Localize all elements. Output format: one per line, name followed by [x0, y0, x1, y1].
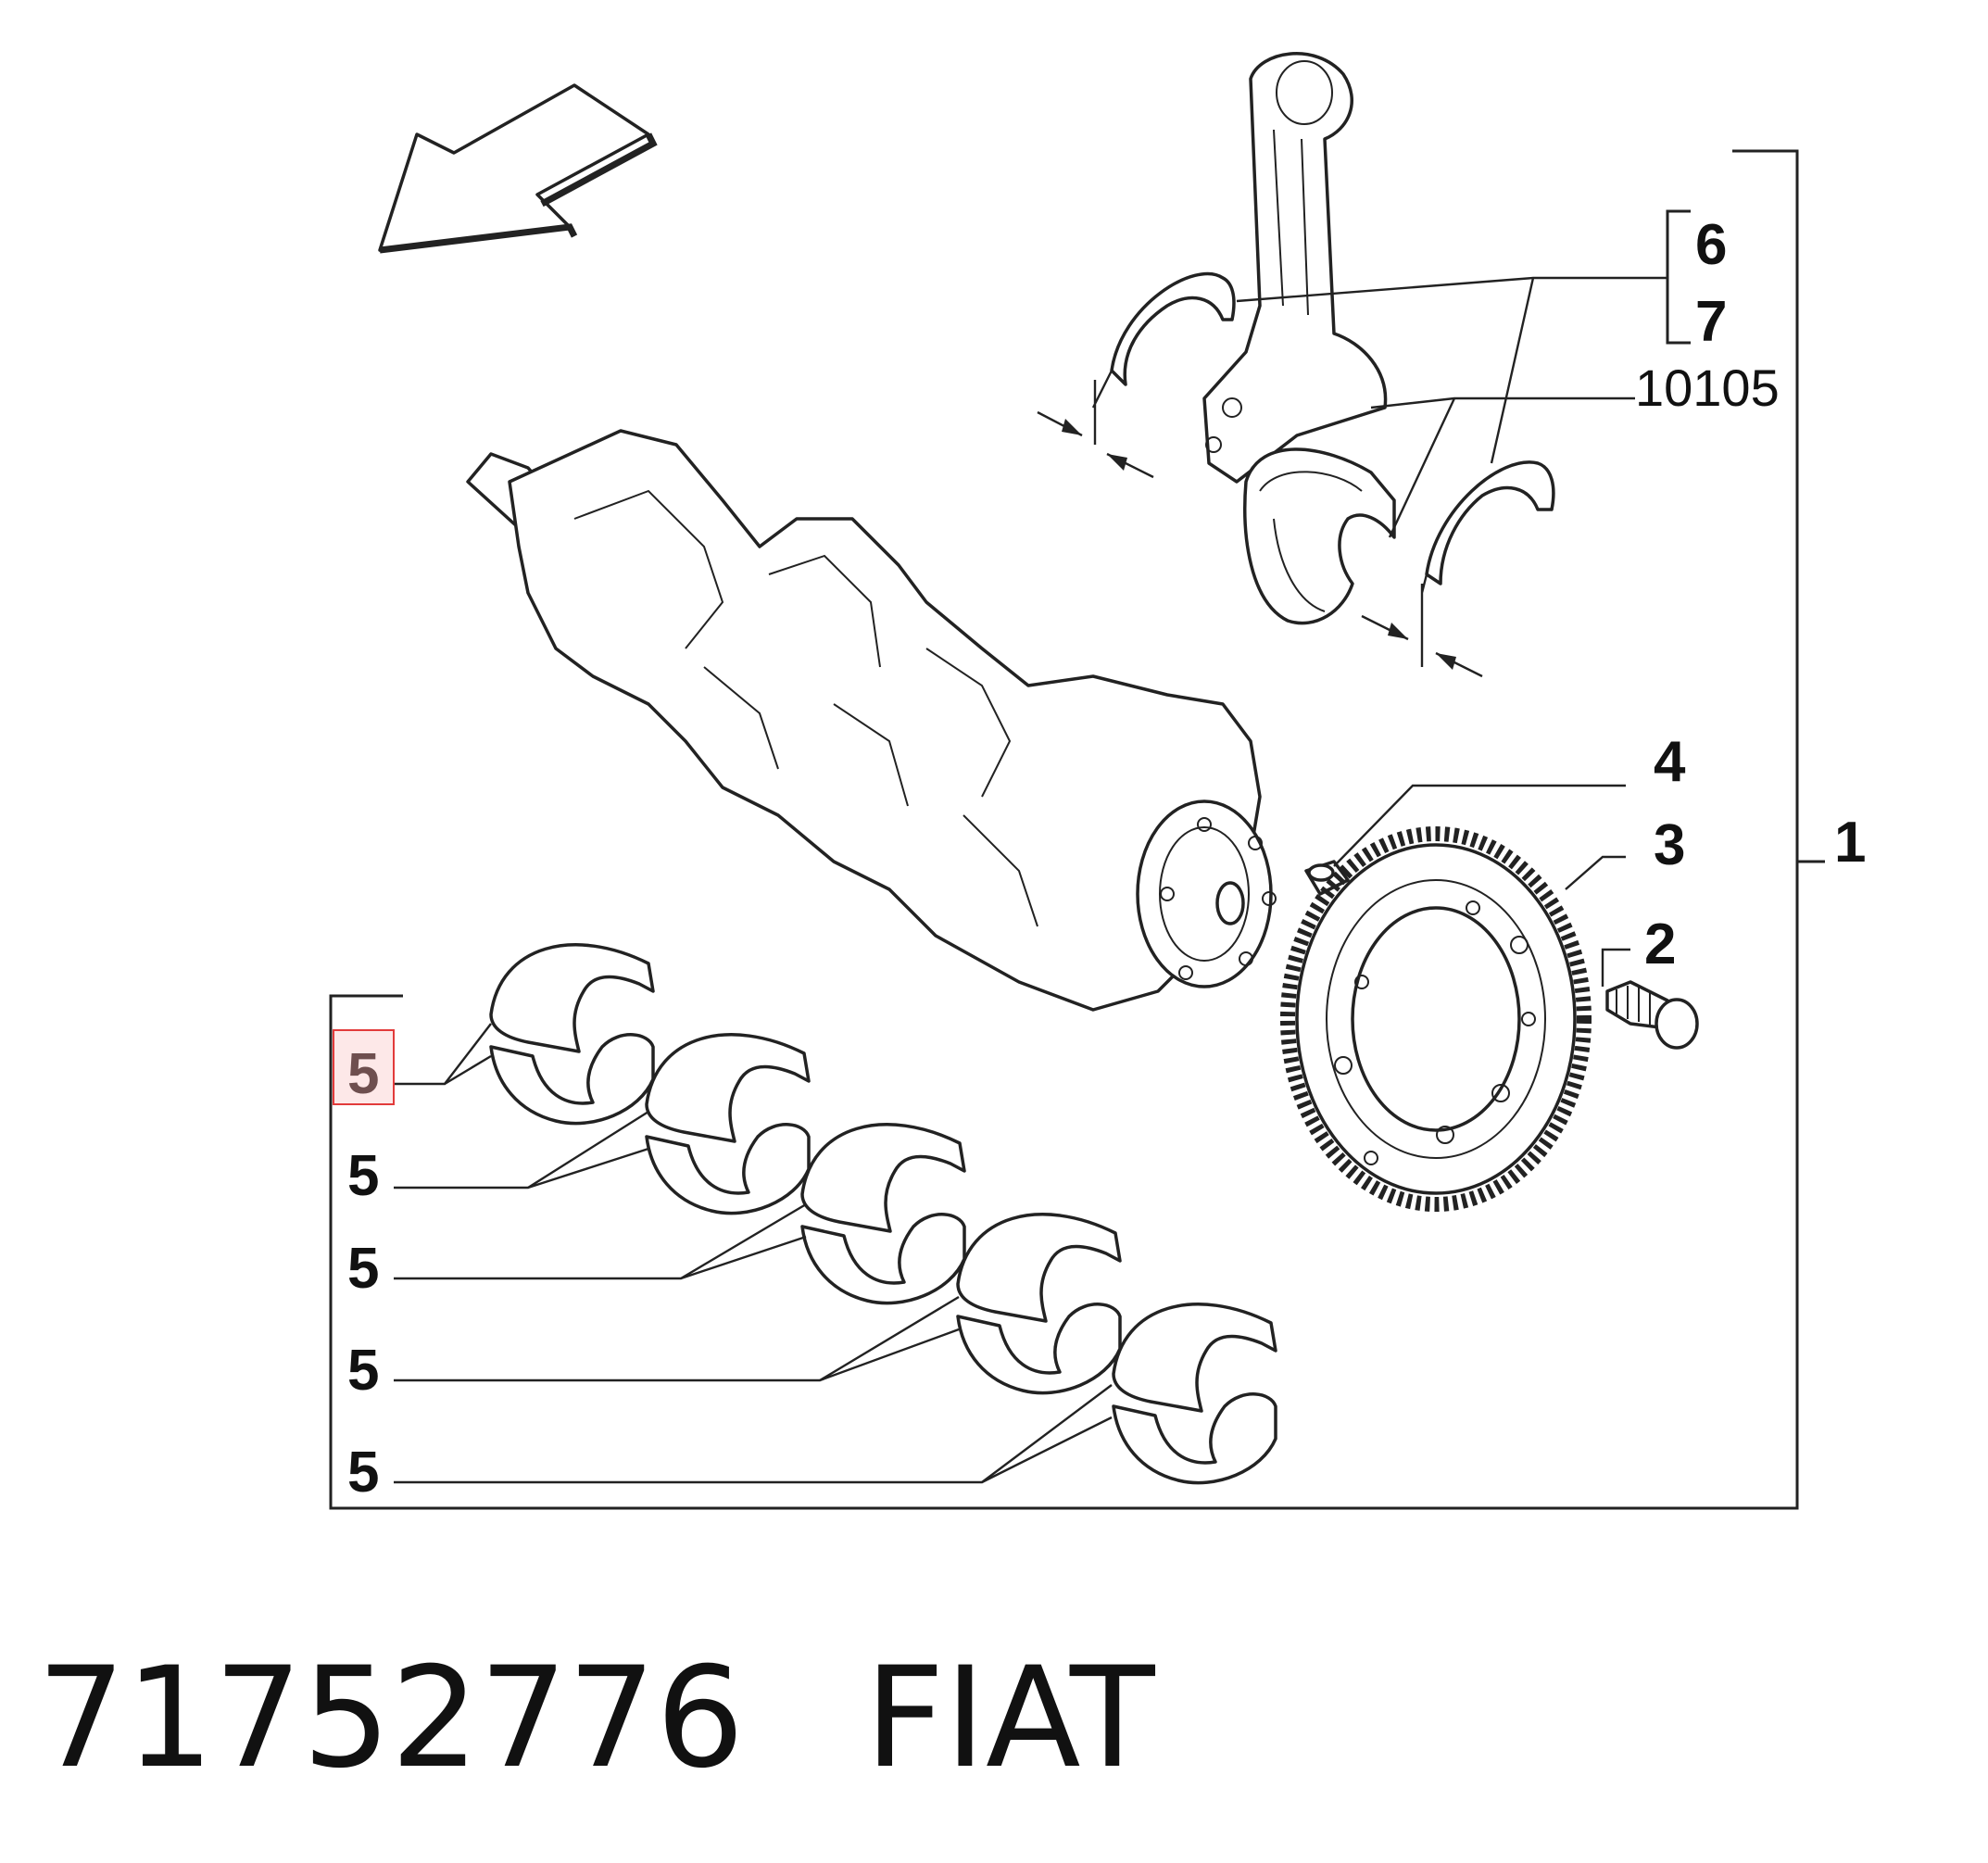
callout-2[interactable]: 2: [1644, 913, 1676, 976]
phonic-wheel: [1280, 826, 1592, 1212]
thrust-half-ring-lower: [1420, 460, 1555, 667]
conrod-bearing-shell: [1243, 447, 1396, 625]
callout-3[interactable]: 3: [1654, 813, 1685, 877]
thickness-indicator-upper: [1037, 410, 1154, 479]
assembly-bracket: [329, 149, 1799, 1510]
main-bearing-shell-pair: [1112, 1303, 1277, 1485]
part-caption: 71752776 FIAT: [37, 1640, 1155, 1797]
brand-name: FIAT: [864, 1638, 1155, 1799]
callout-7[interactable]: 7: [1695, 290, 1727, 354]
part-number: 71752776: [37, 1638, 745, 1799]
main-bearing-shell-pair: [800, 1123, 966, 1305]
flywheel-screw: [1605, 980, 1699, 1050]
direction-arrow-icon: [378, 83, 658, 254]
dowel-pin: [1304, 860, 1350, 896]
main-bearing-shell-pair: [645, 1033, 811, 1215]
crankshaft: [466, 429, 1277, 1012]
main-bearing-shell-pair: [956, 1213, 1122, 1395]
callout-5[interactable]: 5: [347, 1237, 379, 1301]
callout-5[interactable]: 5: [347, 1144, 379, 1208]
callout-10105[interactable]: 10105: [1635, 359, 1780, 417]
callout-6[interactable]: 6: [1695, 213, 1727, 277]
main-bearing-shell-pair: [489, 943, 655, 1126]
leader-lines: [394, 276, 1667, 1484]
callout-5[interactable]: 5: [347, 1339, 379, 1403]
thrust-ring-bracket: [1666, 209, 1691, 345]
thrust-half-ring-upper: [1091, 271, 1236, 445]
callout-1[interactable]: 1: [1834, 811, 1866, 875]
callout-4[interactable]: 4: [1654, 730, 1686, 794]
callout-5-highlighted[interactable]: 5: [347, 1042, 379, 1106]
main-bearing-set: [489, 943, 1277, 1485]
connecting-rod: [1202, 52, 1388, 484]
callout-5[interactable]: 5: [347, 1441, 379, 1504]
thickness-indicator-lower: [1361, 614, 1483, 678]
selected-callout-highlight: [333, 1029, 395, 1105]
